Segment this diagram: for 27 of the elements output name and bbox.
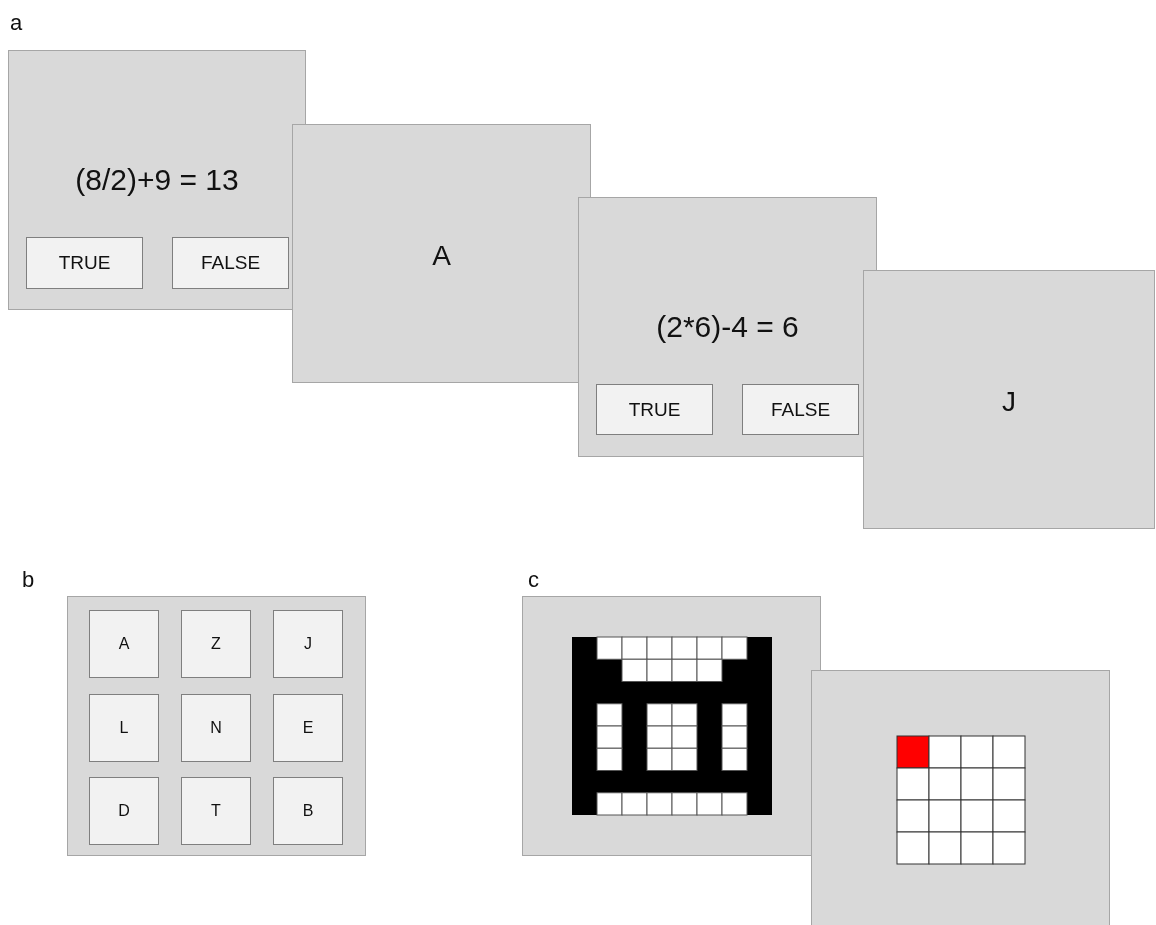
screen-text: (2*6)-4 = 6 <box>655 310 800 344</box>
letter-tile: J <box>273 610 343 678</box>
screen-panel <box>863 270 1155 529</box>
panel-letter: a <box>10 10 23 36</box>
letter-tile: A <box>89 610 159 678</box>
screen-panel <box>578 197 877 457</box>
screen-panel <box>811 670 1110 925</box>
letter-tile: D <box>89 777 159 845</box>
answer-button: FALSE <box>742 384 859 435</box>
screen-panel <box>67 596 366 856</box>
screen-panel <box>522 596 821 856</box>
screen-text: A <box>431 240 452 272</box>
screen-panel <box>8 50 306 310</box>
answer-button: TRUE <box>26 237 143 289</box>
letter-tile: L <box>89 693 159 762</box>
letter-tile: T <box>181 777 251 845</box>
screen-text: (8/2)+9 = 13 <box>74 163 240 197</box>
letter-tile: Z <box>181 610 251 678</box>
letter-tile: B <box>273 777 343 845</box>
letter-tile: N <box>181 693 251 762</box>
panel-letter: b <box>22 567 35 593</box>
answer-button: TRUE <box>596 384 713 435</box>
screen-panel <box>292 124 591 383</box>
screen-text: J <box>1001 386 1017 418</box>
answer-button: FALSE <box>172 237 289 289</box>
letter-tile: E <box>273 693 343 762</box>
panel-letter: c <box>528 567 539 593</box>
